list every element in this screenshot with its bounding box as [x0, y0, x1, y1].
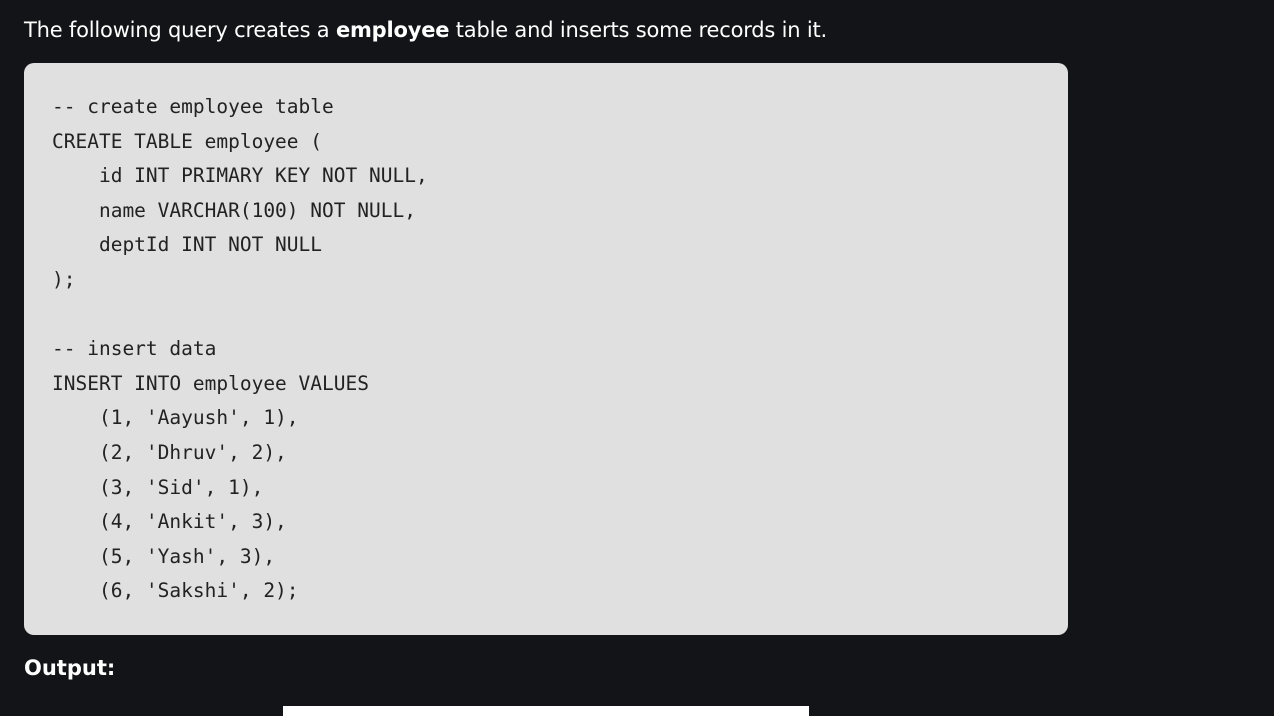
output-image — [283, 706, 809, 716]
intro-text-suffix: table and inserts some records in it. — [449, 18, 828, 42]
output-label: Output: — [24, 656, 116, 680]
intro-table-name: employee — [335, 18, 450, 42]
sql-code: -- create employee table CREATE TABLE em… — [52, 95, 428, 603]
intro-text-prefix: The following query creates a — [24, 18, 336, 42]
intro-paragraph: The following query creates a employee t… — [24, 15, 827, 45]
code-block: -- create employee table CREATE TABLE em… — [24, 63, 1068, 635]
